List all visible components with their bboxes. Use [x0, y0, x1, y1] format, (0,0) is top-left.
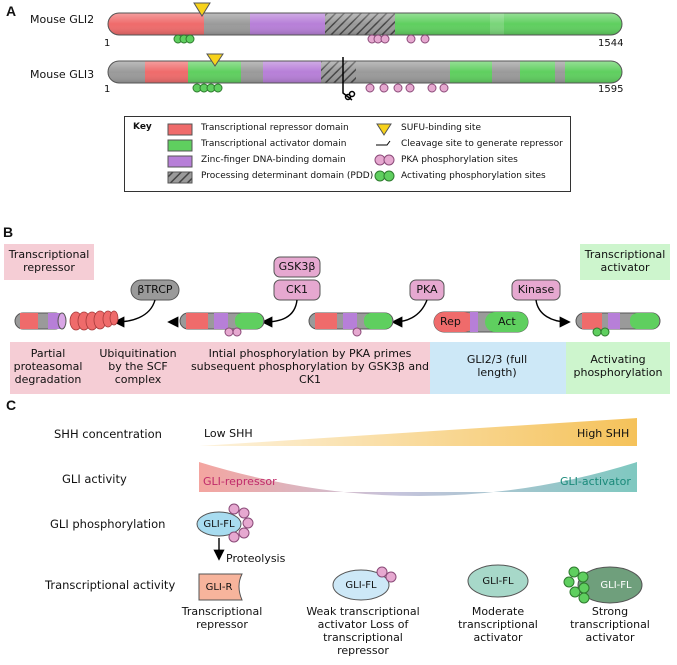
activating-phospho-text: Activating phosphorylation	[573, 353, 663, 379]
gsk3b-node	[273, 256, 321, 278]
glifl-ellipse-3	[467, 564, 529, 598]
glifl-label-1: GLI-FL	[203, 519, 235, 530]
outcome-weak: Weak transcriptional activator Loss of t…	[306, 605, 420, 657]
gli3-name: Mouse GLI3	[30, 68, 95, 81]
gli-activator-label: GLI-activator	[560, 475, 631, 488]
row-gli-phosphorylation: GLI phosphorylation	[50, 517, 166, 531]
fulllength-bg	[430, 342, 566, 394]
initial-phospho-text: Intial phosphorylation by PKA primes sub…	[190, 347, 430, 386]
gli2-name: Mouse GLI2	[30, 13, 95, 26]
panel-c-diagram	[196, 418, 643, 604]
glir-shape	[198, 573, 243, 601]
repressor-box: Transcriptional repressor	[4, 244, 94, 280]
key-swatches	[167, 123, 395, 184]
gli3-sufu-marker	[206, 53, 224, 67]
p-circles-2	[376, 566, 397, 583]
outcome-strong: Strong transcriptional activator	[570, 605, 650, 644]
gli-full-length-bar	[433, 311, 529, 333]
glifl-ellipse-4	[577, 566, 643, 604]
key-item-pdd: Processing determinant domain (PDD)	[201, 171, 374, 181]
gli2-end: 1544	[598, 38, 624, 49]
key-item-activating: Activating phosphorylation sites	[401, 171, 546, 181]
row-transcriptional-activity: Transcriptional activity	[45, 578, 176, 592]
glifl-ellipse-1	[196, 511, 242, 537]
gli3-cleavage-scissors	[342, 57, 356, 101]
act-label: Act	[498, 315, 516, 328]
glifl-label-2: GLI-FL	[345, 580, 377, 591]
high-shh-label: High SHH	[577, 427, 630, 440]
glir-label: GLI-R	[205, 582, 233, 593]
pka-label: PKA	[416, 283, 438, 296]
outcome-moderate: Moderate transcriptional activator	[458, 605, 538, 644]
key-item-pka: PKA phosphorylation sites	[401, 155, 518, 165]
shh-gradient-wedge	[199, 418, 637, 446]
key-item-cleavage: Cleavage site to generate repressor	[401, 139, 563, 149]
btrcp-label: βTRCP	[137, 283, 173, 296]
row-gli-activity: GLI activity	[62, 472, 127, 486]
ubiquitination-text: Ubiquitination by the SCF complex	[99, 347, 177, 386]
fulllength-text: GLI2/3 (full length)	[466, 353, 528, 379]
gli3-start: 1	[104, 84, 111, 95]
ubiquitin-chain	[69, 310, 119, 331]
gli-activated-bar	[575, 312, 661, 337]
gli3-protein-bar	[108, 61, 622, 83]
gli-phospho-bar-1	[179, 312, 265, 337]
panel-b-pathway	[14, 256, 661, 337]
key-item-repressor: Transcriptional repressor domain	[201, 123, 349, 133]
proteolysis-label: Proteolysis	[226, 552, 286, 565]
gli2-pka-sites	[367, 34, 430, 44]
gli3-activating-sites	[192, 83, 223, 93]
panel-a-label: A	[6, 3, 17, 19]
activator-box: Transcriptional activator	[580, 244, 670, 280]
gli-activity-band	[199, 462, 637, 496]
glifl-label-4: GLI-FL	[600, 580, 632, 591]
gli-repressor-label: GLI-repressor	[203, 475, 277, 488]
panel-c-label: C	[6, 397, 17, 413]
panel-a-diagram	[107, 2, 623, 101]
gli2-protein-bar	[108, 13, 622, 35]
key-item-activator: Transcriptional activator domain	[201, 139, 347, 149]
key-title: Key	[133, 122, 152, 132]
repressor-bg	[10, 342, 430, 394]
kinase-label: Kinase	[517, 283, 555, 296]
p-circles-4	[563, 566, 590, 604]
key-box: Key Transcriptional repressor domain Tra…	[124, 116, 571, 192]
rep-label: Rep	[440, 315, 461, 328]
gli2-sufu-marker	[193, 2, 211, 17]
low-shh-label: Low SHH	[204, 427, 253, 440]
gli2-activating-sites	[173, 34, 195, 44]
glifl-label-3: GLI-FL	[482, 576, 514, 587]
gli2-start: 1	[104, 38, 111, 49]
gsk3b-label: GSK3β	[278, 260, 316, 273]
degradation-text: Partial proteasomal degradation	[13, 347, 83, 386]
gli3-end: 1595	[598, 84, 624, 95]
glifl-ellipse-2	[332, 569, 390, 601]
ck1-label: CK1	[286, 283, 308, 296]
row-shh-concentration: SHH concentration	[54, 427, 162, 441]
activating-bg	[566, 342, 670, 394]
gli-phospho-bar-2	[308, 312, 394, 337]
panel-b-label: B	[3, 224, 14, 240]
p-circles-1	[228, 503, 254, 543]
key-item-sufu: SUFU-binding site	[401, 123, 481, 133]
key-item-zinc: Zinc-finger DNA-binding domain	[201, 155, 346, 165]
gli3-pka-sites	[365, 83, 449, 93]
outcome-repressor: Transcriptional repressor	[181, 605, 263, 631]
